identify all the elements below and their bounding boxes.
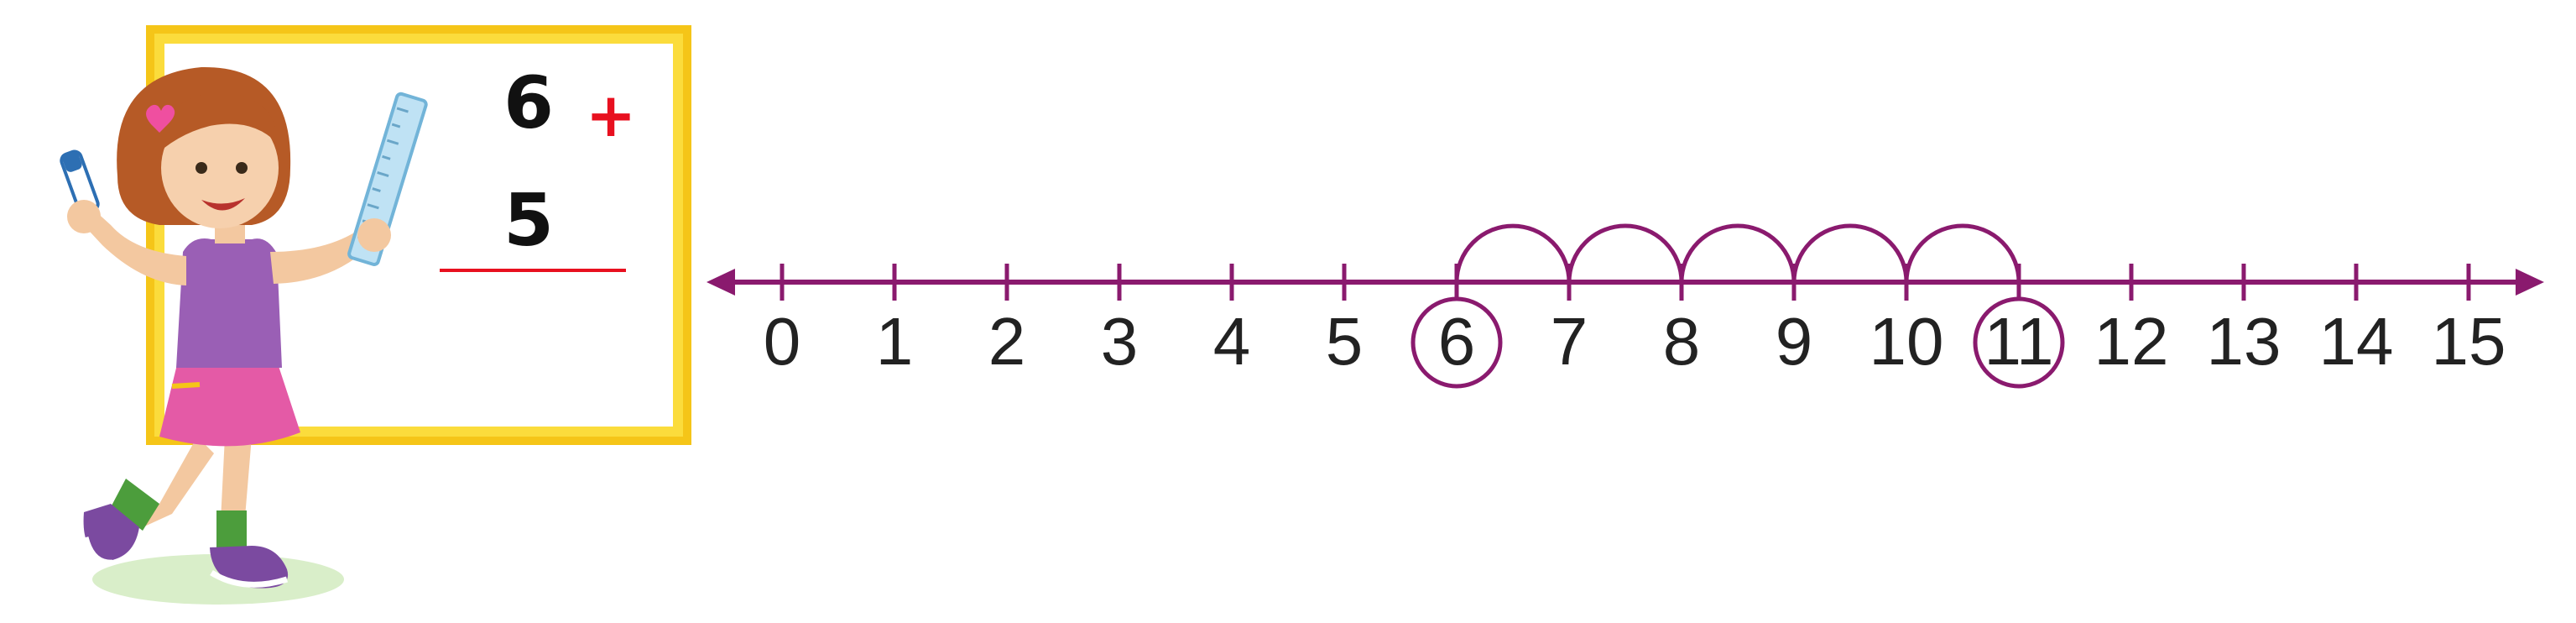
tick-label-13: 13 <box>2207 304 2281 379</box>
tick-label-10: 10 <box>1869 304 1944 379</box>
tick-label-3: 3 <box>1101 304 1139 379</box>
circled-numbers <box>1411 296 2065 389</box>
left-shoe-icon <box>82 504 139 566</box>
circle-11 <box>1973 296 2065 389</box>
hop-arc-1 <box>1454 223 1572 283</box>
tick-label-1: 1 <box>876 304 914 379</box>
left-arm <box>81 210 186 285</box>
hop-arc-4 <box>1791 223 1909 283</box>
face <box>161 107 279 228</box>
second-addend: 5 <box>503 179 554 263</box>
tick-label-11: 11 <box>1984 304 2053 379</box>
right-hand <box>357 218 391 252</box>
tank-top <box>176 238 282 368</box>
left-leg <box>134 437 214 527</box>
tick-label-12: 12 <box>2094 304 2169 379</box>
bangs <box>151 92 277 160</box>
plus-sign: + <box>586 80 636 150</box>
tick-label-5: 5 <box>1326 304 1364 379</box>
left-arrow-icon <box>707 269 735 296</box>
right-shoe-icon <box>210 546 289 589</box>
first-addend: 6 <box>503 61 554 145</box>
hop-arc-2 <box>1567 223 1684 283</box>
tick-label-0: 0 <box>764 304 801 379</box>
right-arrow-icon <box>2516 269 2544 296</box>
smile <box>201 198 245 211</box>
skirt-pocket <box>171 382 201 389</box>
marker-icon <box>60 149 100 215</box>
left-hand <box>67 200 101 233</box>
right-sock <box>216 510 247 549</box>
tick-label-2: 2 <box>988 304 1026 379</box>
girl-illustration <box>60 66 428 605</box>
hop-arc-3 <box>1679 223 1796 283</box>
skirt <box>159 361 300 447</box>
tick-label-6: 6 <box>1438 304 1476 379</box>
tick-label-9: 9 <box>1776 304 1813 379</box>
left-sock <box>111 479 159 531</box>
hop-arc-5 <box>1904 223 2021 283</box>
heart-hairclip-icon <box>146 104 175 133</box>
tick-label-8: 8 <box>1663 304 1701 379</box>
tick-label-4: 4 <box>1213 304 1251 379</box>
tick-label-15: 15 <box>2432 304 2506 379</box>
right-eye <box>236 162 248 174</box>
tick-label-7: 7 <box>1551 304 1588 379</box>
right-arm <box>270 228 374 284</box>
hops <box>1454 223 2021 283</box>
left-eye <box>196 162 207 174</box>
tick-label-14: 14 <box>2319 304 2394 379</box>
circle-6 <box>1411 296 1503 389</box>
